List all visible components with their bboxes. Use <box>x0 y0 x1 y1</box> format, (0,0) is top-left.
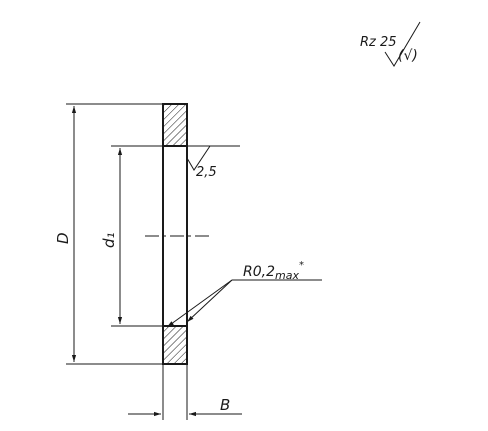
general-roughness-bracket: (√) <box>398 48 418 64</box>
outer-diameter-label: D <box>54 232 72 244</box>
inner-diameter-label: d₁ <box>100 232 118 248</box>
radius-note-subscript: max <box>275 269 299 282</box>
face-roughness-symbol: 2,5 <box>186 145 217 180</box>
face-roughness-check <box>186 145 211 171</box>
thickness-dimension: B <box>128 364 242 420</box>
radius-leader-upper <box>166 279 233 328</box>
radius-callout: R0,2max* <box>166 260 322 328</box>
face-roughness-value: 2,5 <box>196 165 217 180</box>
radius-note-main: R0,2 <box>243 264 275 280</box>
general-roughness-value: Rz 25 <box>360 35 397 50</box>
radius-note: R0,2max* <box>243 260 304 282</box>
washer-section <box>145 103 210 365</box>
upper-hatched-section <box>162 103 188 147</box>
lower-hatched-section <box>162 325 188 365</box>
radius-leader-lower <box>186 279 233 323</box>
thickness-label: B <box>220 396 230 414</box>
radius-note-mark: * <box>299 260 304 271</box>
outer-diameter-dimension: D <box>54 103 163 365</box>
roughness-check-mark <box>384 21 421 67</box>
general-roughness-symbol: Rz 25 (√) <box>360 21 421 67</box>
inner-diameter-dimension: d₁ <box>100 145 240 327</box>
